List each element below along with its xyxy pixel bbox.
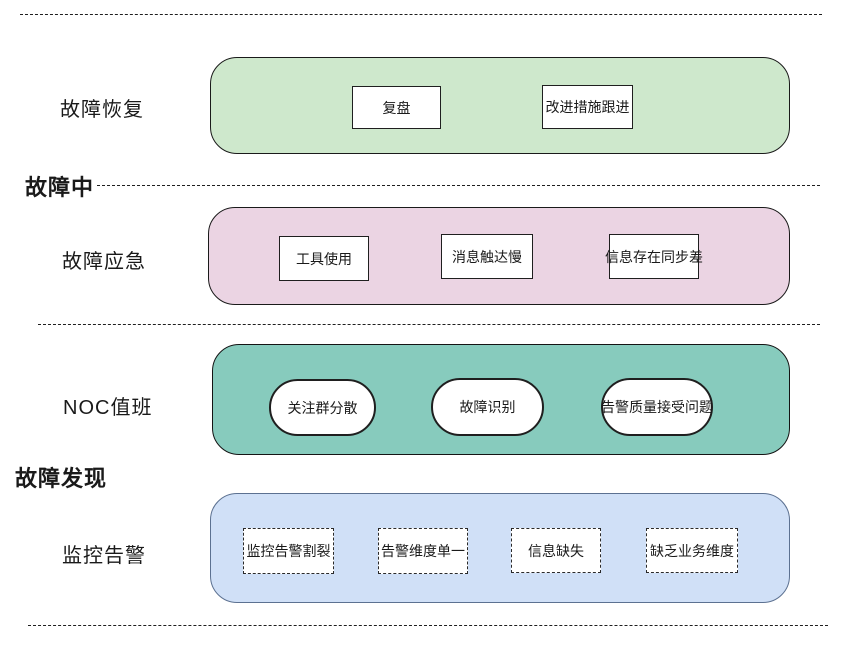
panel-fault-recovery: 复盘 改进措施跟进 [210, 57, 790, 154]
panel-noc-duty: 关注群分散 故障识别 告警质量接受问题 [212, 344, 790, 455]
node-alert-quality-acceptance: 告警质量接受问题 [601, 378, 713, 436]
node-fragmented-alerts: 监控告警割裂 [243, 528, 334, 574]
node-review: 复盘 [352, 86, 441, 129]
panel-monitoring-alerts: 监控告警割裂 告警维度单一 信息缺失 缺乏业务维度 [210, 493, 790, 603]
node-scattered-chat-groups: 关注群分散 [269, 379, 376, 436]
panel-incident-response: 工具使用 消息触达慢 信息存在同步差 [208, 207, 790, 305]
node-missing-info: 信息缺失 [511, 528, 601, 573]
row-label-noc-duty: NOC值班 [63, 397, 153, 419]
divider-bottom [28, 625, 828, 626]
node-improvement-followup: 改进措施跟进 [542, 85, 633, 129]
node-info-sync-gap: 信息存在同步差 [605, 234, 703, 279]
divider-middle [38, 324, 820, 325]
divider-top [20, 14, 822, 15]
row-label-monitoring-alerts: 监控告警 [62, 545, 146, 567]
node-lacking-business-dimension: 缺乏业务维度 [646, 528, 738, 573]
node-single-alert-dimension: 告警维度单一 [378, 528, 468, 574]
row-label-incident-response: 故障应急 [62, 251, 146, 273]
phase-label-during-incident: 故障中 [25, 175, 95, 200]
divider-during-incident [97, 185, 820, 186]
node-incident-identification: 故障识别 [431, 378, 544, 436]
node-tool-usage: 工具使用 [279, 236, 369, 281]
phase-label-incident-discovery: 故障发现 [15, 466, 108, 491]
node-message-delivery-slow: 消息触达慢 [441, 234, 533, 279]
row-label-fault-recovery: 故障恢复 [60, 99, 144, 121]
